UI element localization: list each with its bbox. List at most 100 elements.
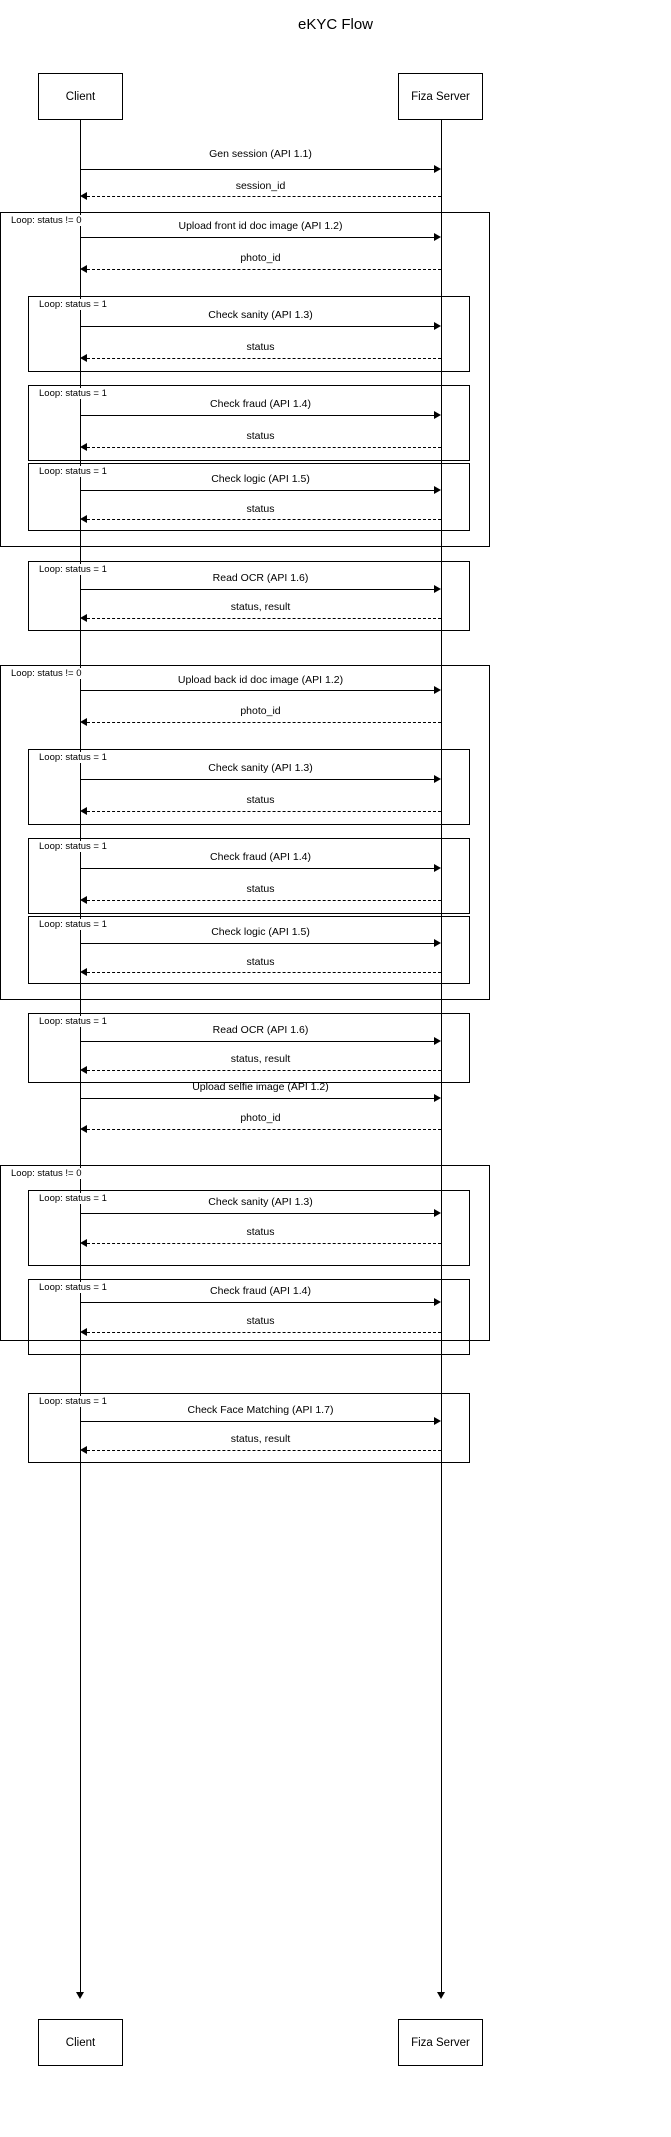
actor-header-server-label: Fiza Server <box>411 90 470 103</box>
msg-line-status-sanity-selfie <box>87 1243 441 1244</box>
msg-label-check-sanity-back: Check sanity (API 1.3) <box>208 762 313 774</box>
msg-arrowhead-status-sanity-back <box>80 807 87 815</box>
msg-arrowhead-upload-front <box>434 233 441 241</box>
msg-line-photo-id-back <box>87 722 441 723</box>
inner-loop-sanity-front-label: Loop: status = 1 <box>38 299 108 310</box>
msg-label-status-fraud-front: status <box>246 430 275 442</box>
msg-arrowhead-check-fraud-front <box>434 411 441 419</box>
actor-footer-client: Client <box>38 2019 123 2066</box>
inner-loop-sanity-selfie-label: Loop: status = 1 <box>38 1193 108 1204</box>
lifeline-server <box>441 120 442 1995</box>
msg-label-photo-id-back: photo_id <box>240 705 281 717</box>
msg-arrowhead-status-result-face <box>80 1446 87 1454</box>
msg-arrowhead-upload-back <box>434 686 441 694</box>
inner-loop-sanity-back <box>28 749 470 825</box>
page-title: eKYC Flow <box>297 16 374 33</box>
msg-arrowhead-status-fraud-front <box>80 443 87 451</box>
inner-loop-sanity-selfie <box>28 1190 470 1266</box>
msg-arrowhead-status-fraud-selfie <box>80 1328 87 1336</box>
msg-label-status-result-back: status, result <box>230 1053 291 1065</box>
lifeline-client <box>80 120 81 1995</box>
outer-loop-front-id <box>0 212 490 547</box>
msg-arrowhead-status-result-back <box>80 1066 87 1074</box>
msg-arrowhead-status-result-front <box>80 614 87 622</box>
actor-header-server: Fiza Server <box>398 73 483 120</box>
outer-loop-front-id-label: Loop: status != 0 <box>10 215 83 226</box>
msg-arrowhead-check-fraud-back <box>434 864 441 872</box>
msg-line-status-fraud-front <box>87 447 441 448</box>
msg-label-upload-back: Upload back id doc image (API 1.2) <box>177 674 344 686</box>
msg-label-photo-id-selfie: photo_id <box>240 1112 281 1124</box>
lifeline-client-end-arrow <box>76 1992 84 1999</box>
loop-read-ocr-front-label: Loop: status = 1 <box>38 564 108 575</box>
msg-line-check-sanity-back <box>80 779 434 780</box>
msg-arrowhead-check-sanity-selfie <box>434 1209 441 1217</box>
msg-line-status-result-back <box>87 1070 441 1071</box>
inner-loop-logic-front-label: Loop: status = 1 <box>38 466 108 477</box>
msg-line-read-ocr-front <box>80 589 434 590</box>
msg-label-check-fraud-front: Check fraud (API 1.4) <box>210 398 311 410</box>
msg-label-status-sanity-back: status <box>246 794 275 806</box>
msg-line-read-ocr-back <box>80 1041 434 1042</box>
msg-line-status-logic-front <box>87 519 441 520</box>
msg-arrowhead-photo-id-back <box>80 718 87 726</box>
msg-line-gen-session <box>80 169 434 170</box>
inner-loop-fraud-selfie-label: Loop: status = 1 <box>38 1282 108 1293</box>
msg-line-check-fraud-back <box>80 868 434 869</box>
msg-arrowhead-status-fraud-back <box>80 896 87 904</box>
msg-arrowhead-gen-session <box>434 165 441 173</box>
msg-line-check-logic-back <box>80 943 434 944</box>
msg-line-session-id <box>87 196 441 197</box>
msg-arrowhead-read-ocr-back <box>434 1037 441 1045</box>
msg-line-face-matching <box>80 1421 434 1422</box>
msg-line-check-fraud-selfie <box>80 1302 434 1303</box>
loop-read-ocr-back <box>28 1013 470 1083</box>
msg-label-check-logic-back: Check logic (API 1.5) <box>211 926 310 938</box>
msg-arrowhead-status-sanity-selfie <box>80 1239 87 1247</box>
inner-loop-sanity-back-label: Loop: status = 1 <box>38 752 108 763</box>
outer-loop-selfie <box>0 1165 490 1341</box>
msg-line-status-logic-back <box>87 972 441 973</box>
msg-arrowhead-photo-id-front <box>80 265 87 273</box>
msg-line-status-fraud-back <box>87 900 441 901</box>
msg-arrowhead-read-ocr-front <box>434 585 441 593</box>
msg-arrowhead-check-sanity-front <box>434 322 441 330</box>
msg-label-check-fraud-selfie: Check fraud (API 1.4) <box>210 1285 311 1297</box>
msg-line-check-sanity-front <box>80 326 434 327</box>
actor-header-client-label: Client <box>65 90 96 103</box>
outer-loop-selfie-label: Loop: status != 0 <box>10 1168 83 1179</box>
lifeline-server-end-arrow <box>437 1992 445 1999</box>
outer-loop-back-id-label: Loop: status != 0 <box>10 668 83 679</box>
inner-loop-sanity-front <box>28 296 470 372</box>
msg-arrowhead-check-logic-front <box>434 486 441 494</box>
inner-loop-logic-back-label: Loop: status = 1 <box>38 919 108 930</box>
inner-loop-fraud-back <box>28 838 470 914</box>
msg-line-photo-id-selfie <box>87 1129 441 1130</box>
inner-loop-logic-front <box>28 463 470 531</box>
loop-face-matching-label: Loop: status = 1 <box>38 1396 108 1407</box>
msg-label-check-sanity-selfie: Check sanity (API 1.3) <box>208 1196 313 1208</box>
msg-arrowhead-status-logic-back <box>80 968 87 976</box>
msg-label-status-result-face: status, result <box>230 1433 291 1445</box>
loop-read-ocr-front <box>28 561 470 631</box>
msg-line-upload-front <box>80 237 434 238</box>
msg-line-status-fraud-selfie <box>87 1332 441 1333</box>
msg-arrowhead-status-logic-front <box>80 515 87 523</box>
inner-loop-fraud-front-label: Loop: status = 1 <box>38 388 108 399</box>
msg-arrowhead-check-fraud-selfie <box>434 1298 441 1306</box>
msg-arrowhead-check-logic-back <box>434 939 441 947</box>
msg-line-check-sanity-selfie <box>80 1213 434 1214</box>
msg-line-status-result-front <box>87 618 441 619</box>
inner-loop-fraud-back-label: Loop: status = 1 <box>38 841 108 852</box>
msg-line-status-sanity-back <box>87 811 441 812</box>
inner-loop-logic-back <box>28 916 470 984</box>
msg-label-status-logic-back: status <box>246 956 275 968</box>
msg-label-photo-id-front: photo_id <box>240 252 281 264</box>
msg-label-upload-front: Upload front id doc image (API 1.2) <box>178 220 343 232</box>
msg-arrowhead-face-matching <box>434 1417 441 1425</box>
msg-label-face-matching: Check Face Matching (API 1.7) <box>187 1404 334 1416</box>
msg-arrowhead-upload-selfie <box>434 1094 441 1102</box>
outer-loop-back-id <box>0 665 490 1000</box>
loop-face-matching <box>28 1393 470 1463</box>
